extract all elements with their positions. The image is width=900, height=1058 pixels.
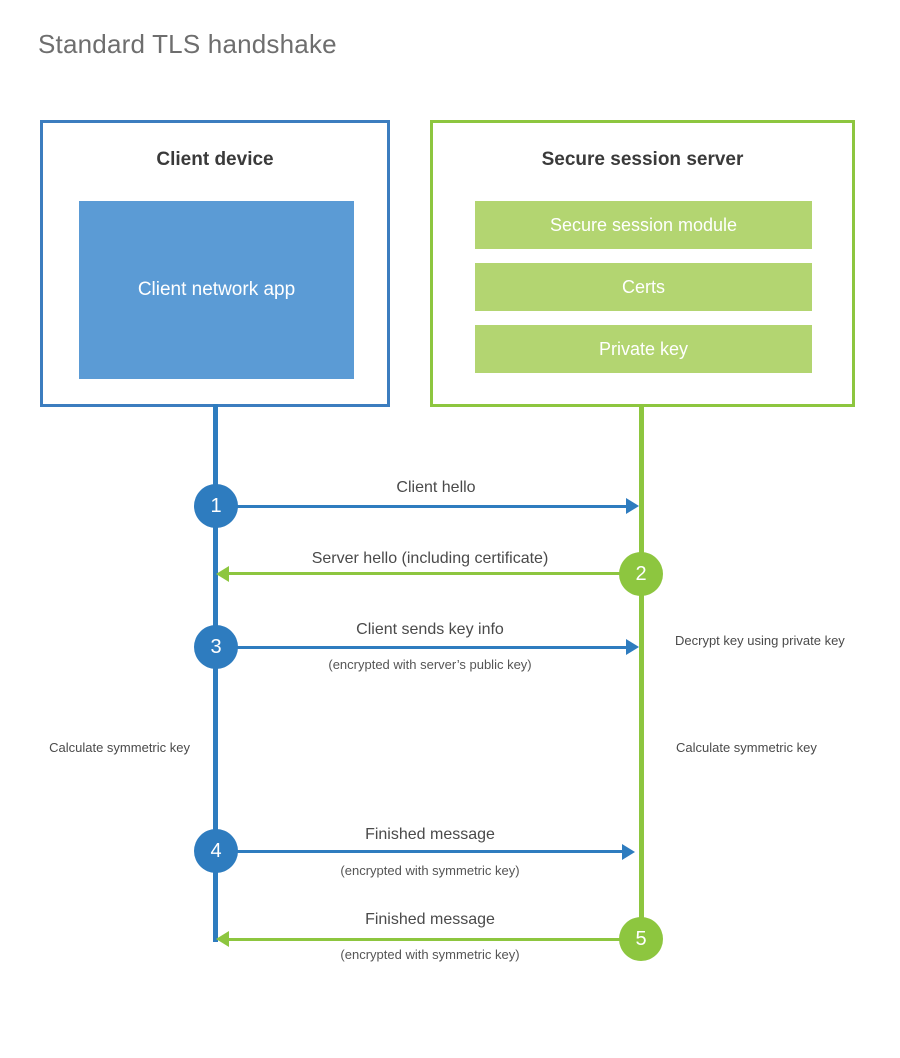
step-5-arrow-head-icon	[216, 931, 229, 947]
step-1-arrow-line	[216, 505, 628, 508]
client-device-title: Client device	[156, 149, 274, 170]
step-badge-4: 4	[194, 829, 238, 873]
step-2-arrow-head-icon	[216, 566, 229, 582]
step-badge-5: 5	[619, 917, 663, 961]
step-badge-3: 3	[194, 625, 238, 669]
step-badge-2: 2	[619, 552, 663, 596]
step-5-label: Finished message	[365, 911, 495, 928]
step-4-arrow-line	[216, 850, 624, 853]
step-5-arrow-line	[228, 938, 630, 941]
step-2-arrow-line	[228, 572, 630, 575]
server-decrypt-note: Decrypt key using private key	[675, 633, 845, 648]
page-title: Standard TLS handshake	[38, 29, 337, 59]
step-1-arrow-head-icon	[626, 498, 639, 514]
client-calculate-symmetric-key-note: Calculate symmetric key	[49, 740, 190, 755]
step-3-sublabel: (encrypted with server’s public key)	[328, 657, 532, 672]
secure-session-server-title: Secure session server	[541, 149, 744, 170]
step-badge-1: 1	[194, 484, 238, 528]
step-3-arrow-head-icon	[626, 639, 639, 655]
server-component-list: Secure session module Certs Private key	[475, 201, 812, 373]
client-network-app-block: Client network app	[79, 201, 354, 379]
step-4-arrow-head-icon	[622, 844, 635, 860]
step-1-label: Client hello	[396, 479, 476, 496]
step-3-label: Client sends key info	[356, 621, 504, 638]
step-5-sublabel: (encrypted with symmetric key)	[340, 947, 520, 962]
step-2-label: Server hello (including certificate)	[311, 550, 549, 567]
server-component-certs: Certs	[475, 263, 812, 311]
server-component-private-key: Private key	[475, 325, 812, 373]
step-4-sublabel: (encrypted with symmetric key)	[340, 863, 520, 878]
step-4-label: Finished message	[365, 826, 495, 843]
step-3-arrow-line	[216, 646, 628, 649]
server-lifeline	[639, 404, 644, 940]
server-component-secure-session-module: Secure session module	[475, 201, 812, 249]
client-lifeline	[213, 404, 218, 942]
server-calculate-symmetric-key-note: Calculate symmetric key	[676, 740, 817, 755]
secure-session-server-box: Secure session server Secure session mod…	[430, 120, 855, 407]
client-device-box: Client device Client network app	[40, 120, 390, 407]
